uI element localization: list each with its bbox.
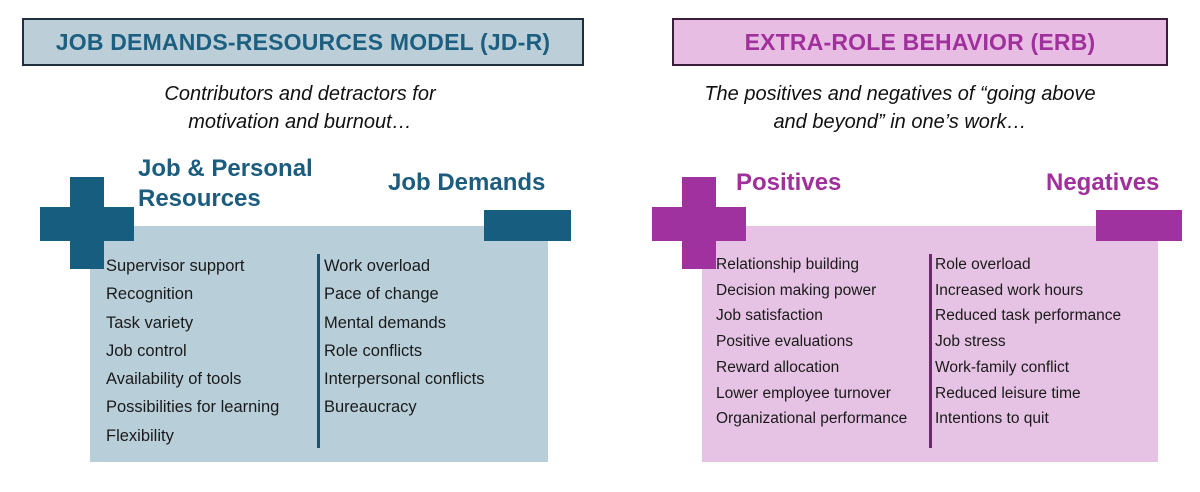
jdr-title-box: JOB DEMANDS-RESOURCES MODEL (JD-R) [22, 18, 584, 66]
erb-subtitle-line1: The positives and negatives of “going ab… [704, 83, 1096, 105]
list-item: Possibilities for learning [106, 398, 280, 417]
erb-title: EXTRA-ROLE BEHAVIOR (ERB) [744, 28, 1096, 55]
list-item: Flexibility [106, 426, 174, 445]
erb-panel: EXTRA-ROLE BEHAVIOR (ERB) The positives … [600, 0, 1200, 492]
column-divider [929, 254, 932, 448]
negatives-heading: Negatives [1046, 169, 1160, 196]
plus-icon-horizontal-bar [40, 207, 134, 241]
jdr-panel: JOB DEMANDS-RESOURCES MODEL (JD-R) Contr… [0, 18, 600, 462]
list-item: Interpersonal conflicts [324, 370, 485, 389]
list-item: Bureaucracy [324, 398, 417, 417]
erb-subtitle: The positives and negatives of “going ab… [600, 80, 1200, 136]
minus-icon [484, 210, 571, 241]
list-item: Lower employee turnover [716, 384, 891, 402]
list-item: Supervisor support [106, 257, 245, 275]
minus-icon [1096, 210, 1182, 241]
list-item: Work overload [324, 257, 431, 275]
list-item: Task variety [106, 313, 194, 332]
list-item: Job satisfaction [716, 307, 823, 325]
list-item: Availability of tools [106, 370, 242, 389]
list-item: Work-family conflict [935, 358, 1070, 376]
list-item: Job stress [935, 333, 1006, 351]
resources-heading-line2: Resources [138, 185, 261, 212]
list-item: Role overload [935, 256, 1031, 273]
resources-heading-line1: Job & Personal [138, 155, 313, 182]
jdr-subtitle: Contributors and detractors for motivati… [0, 80, 600, 136]
erb-subtitle-line2: and beyond” in one’s work… [773, 111, 1027, 133]
list-item: Decision making power [716, 281, 877, 299]
list-item: Reduced leisure time [935, 384, 1081, 402]
list-item: Reduced task performance [935, 307, 1122, 325]
resources-list: Supervisor support Recognition Task vari… [106, 252, 279, 450]
resources-heading: Job & Personal Resources [138, 154, 313, 214]
list-item: Mental demands [324, 313, 446, 332]
list-item: Intentions to quit [935, 410, 1049, 428]
plus-icon-horizontal-bar [652, 207, 746, 241]
jdr-title: JOB DEMANDS-RESOURCES MODEL (JD-R) [55, 28, 551, 55]
erb-title-box: EXTRA-ROLE BEHAVIOR (ERB) [672, 18, 1168, 66]
list-item: Recognition [106, 285, 194, 304]
list-item: Reward allocation [716, 358, 840, 376]
list-item: Increased work hours [935, 281, 1084, 299]
jdr-subtitle-line2: motivation and burnout… [188, 111, 412, 133]
list-item: Pace of change [324, 285, 439, 304]
list-item: Organizational performance [716, 410, 908, 428]
list-item: Job control [106, 341, 187, 360]
list-item: Relationship building [716, 256, 860, 273]
positives-heading: Positives [736, 169, 842, 196]
demands-heading: Job Demands [388, 169, 546, 196]
column-divider [317, 254, 320, 448]
negatives-list: Role overload Increased work hours Reduc… [935, 252, 1121, 432]
demands-list: Work overload Pace of change Mental dema… [324, 252, 485, 422]
jdr-subtitle-line1: Contributors and detractors for [164, 83, 436, 105]
positives-list: Relationship building Decision making po… [716, 252, 907, 432]
list-item: Role conflicts [324, 341, 423, 360]
list-item: Positive evaluations [716, 333, 853, 351]
